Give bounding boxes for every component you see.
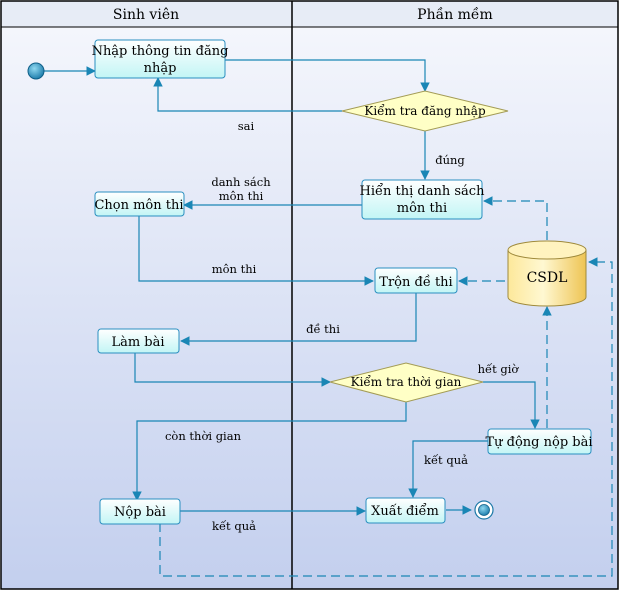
database-label: CSDL bbox=[527, 270, 568, 286]
activity-show-score: Xuất điểm bbox=[365, 497, 446, 524]
label-exam: đề thi bbox=[306, 322, 340, 336]
edge-submit-to-db bbox=[159, 257, 613, 577]
data-flows bbox=[159, 196, 613, 577]
label-time-left: còn thời gian bbox=[165, 429, 242, 443]
edge-labels: sai đúng danh sách môn thi môn thi đề th… bbox=[165, 119, 519, 533]
activity-auto-submit: Tự động nộp bài bbox=[485, 428, 593, 455]
edge-timeout bbox=[483, 381, 540, 429]
lane-header-software: Phần mềm bbox=[417, 6, 493, 23]
submit-label: Nộp bài bbox=[114, 505, 166, 520]
login-input-line-1: Nhập thông tin đăng bbox=[92, 44, 229, 59]
show-list-line-2: môn thi bbox=[397, 201, 447, 216]
mix-exam-label: Trộn đề thi bbox=[379, 274, 452, 290]
activity-do-exam: Làm bài bbox=[97, 328, 180, 354]
database-csdl: CSDL bbox=[507, 240, 587, 307]
edge-check-wrong bbox=[153, 77, 342, 112]
activity-choose-subject: Chọn môn thi bbox=[94, 191, 185, 217]
choose-subject-label: Chọn môn thi bbox=[94, 198, 183, 213]
edge-time-left bbox=[132, 402, 407, 501]
end-node bbox=[474, 500, 494, 520]
edge-login-input-to-check bbox=[225, 59, 430, 92]
edge-choose-to-mix bbox=[138, 216, 374, 286]
label-subject-list-2: môn thi bbox=[219, 189, 264, 203]
lane-student-body bbox=[1, 27, 292, 589]
label-result-manual: kết quả bbox=[212, 519, 256, 533]
control-flows bbox=[44, 59, 540, 516]
auto-submit-label: Tự động nộp bài bbox=[485, 435, 592, 450]
login-check-label: Kiểm tra đăng nhập bbox=[364, 103, 486, 118]
do-exam-label: Làm bài bbox=[111, 335, 164, 350]
show-score-label: Xuất điểm bbox=[371, 503, 439, 519]
activity-login-input: Nhập thông tin đăng nhập bbox=[92, 39, 229, 79]
time-check-label: Kiểm tra thời gian bbox=[351, 374, 462, 389]
label-subject: môn thi bbox=[212, 262, 257, 276]
label-wrong: sai bbox=[238, 119, 255, 133]
show-list-line-1: Hiển thị danh sách bbox=[360, 183, 486, 199]
label-subject-list-1: danh sách bbox=[211, 175, 271, 189]
decision-time-check: Kiểm tra thời gian bbox=[329, 362, 484, 403]
activity-submit: Nộp bài bbox=[99, 498, 181, 525]
label-result-auto: kết quả bbox=[424, 453, 468, 467]
activity-mix-exam: Trộn đề thi bbox=[374, 267, 458, 294]
start-node bbox=[27, 62, 45, 80]
edge-do-exam-to-time-check bbox=[134, 353, 331, 387]
edge-auto-submit-to-score bbox=[408, 440, 488, 498]
edge-mix-to-do-exam bbox=[180, 293, 417, 346]
decision-login-check: Kiểm tra đăng nhập bbox=[341, 90, 509, 132]
activity-show-list: Hiển thị danh sách môn thi bbox=[360, 179, 486, 220]
label-timeout: hết giờ bbox=[478, 362, 520, 376]
login-input-line-2: nhập bbox=[144, 61, 177, 76]
lane-header-student: Sinh viên bbox=[113, 7, 179, 23]
label-correct: đúng bbox=[435, 153, 465, 167]
lane-header-bar bbox=[1, 1, 618, 27]
